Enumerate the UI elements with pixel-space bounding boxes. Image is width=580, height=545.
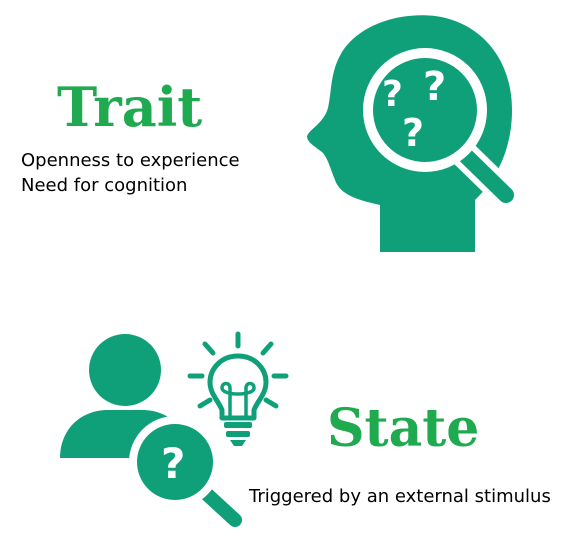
- svg-text:?: ?: [423, 64, 446, 110]
- trait-items: Openness to experience Need for cognitio…: [21, 148, 240, 198]
- state-description: Triggered by an external stimulus: [249, 486, 551, 507]
- svg-text:?: ?: [382, 74, 403, 115]
- svg-text:?: ?: [402, 111, 424, 155]
- trait-title: Trait: [57, 75, 203, 139]
- head-with-magnifier-question-icon: ? ? ?: [307, 15, 520, 252]
- state-title: State: [327, 398, 480, 459]
- trait-item-need-for-cognition: Need for cognition: [21, 175, 188, 197]
- svg-text:?: ?: [161, 439, 185, 488]
- person-with-magnifier-question-icon: ?: [60, 331, 289, 533]
- trait-item-openness: Openness to experience: [21, 150, 240, 171]
- lightbulb-icon: [187, 331, 289, 446]
